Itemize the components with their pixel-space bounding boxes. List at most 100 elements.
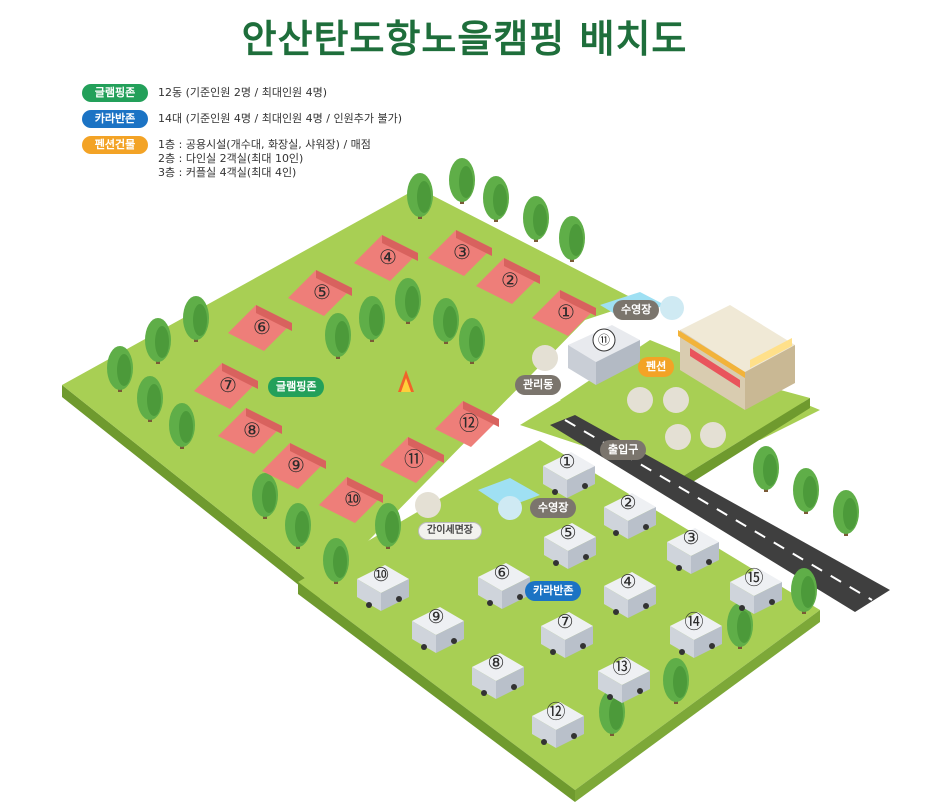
tent-number: ② [501, 268, 519, 292]
tent-number: ⑥ [253, 315, 271, 339]
glamping-tent[interactable]: ⑥ [228, 305, 292, 351]
caravan-number: ① [558, 451, 575, 473]
pool-top-label: 수영장 [613, 300, 660, 320]
glamping-tent[interactable]: ⑩ [319, 477, 383, 523]
legend-item-pension: 펜션건물 1층 : 공용시설(개수대, 화장실, 샤워장) / 매점 2층 : … [82, 136, 402, 180]
entrance-road [550, 415, 890, 612]
tree [325, 313, 351, 359]
shower-icon [663, 387, 689, 413]
caravan[interactable]: ⑬ [598, 656, 650, 703]
caravan[interactable]: ⑦ [541, 611, 593, 658]
caravan[interactable]: ⑭ [670, 611, 722, 658]
tree [407, 173, 433, 219]
caravan-number: ⑬ [612, 656, 631, 678]
tent-number: ⑪ [404, 447, 424, 471]
kitchen-icon [665, 424, 691, 450]
glamping-tent[interactable]: ⑦ [194, 363, 258, 409]
store-icon [700, 422, 726, 448]
glamping-tent[interactable]: ⑤ [288, 270, 352, 316]
tree [599, 690, 625, 736]
legend-badge-caravan: 카라반존 [82, 110, 148, 128]
legend-desc-caravan: 14대 (기준인원 4명 / 최대인원 4명 / 인원추가 불가) [158, 112, 403, 125]
legend-badge-glamping: 글램핑존 [82, 84, 148, 102]
caravan[interactable]: ⑩ [357, 564, 409, 611]
shower-area-label: 간이세면장 [418, 522, 482, 540]
glamping-tent[interactable]: ② [476, 258, 540, 304]
legend-item-caravan: 카라반존 14대 (기준인원 4명 / 최대인원 4명 / 인원추가 불가) [82, 110, 402, 128]
legend-desc-glamping: 12동 (기준인원 2명 / 최대인원 4명) [158, 86, 328, 99]
tent-number: ⑨ [287, 453, 305, 477]
tree [137, 376, 163, 422]
sunbed-icon-bottom [498, 496, 522, 520]
tree [449, 158, 475, 204]
caravan-number: ⑦ [556, 611, 573, 633]
caravan[interactable]: ⑥ [478, 562, 530, 609]
caravan-number: ② [619, 492, 636, 514]
tree [145, 318, 171, 364]
restroom-icon [627, 387, 653, 413]
glamping-tent[interactable]: ⑪ [380, 437, 444, 483]
tree [727, 603, 753, 649]
legend-item-glamping: 글램핑존 12동 (기준인원 2명 / 최대인원 4명) [82, 84, 402, 102]
pension-label: 펜션 [638, 357, 675, 377]
campfire [398, 370, 414, 392]
pool-bottom [478, 478, 540, 508]
caravan[interactable]: ① [543, 451, 595, 498]
glamping-tent[interactable]: ⑧ [218, 408, 282, 454]
caravan-number: ⑨ [427, 606, 444, 628]
trees [107, 158, 859, 736]
caravan[interactable]: ③ [667, 527, 719, 574]
glamping-tent[interactable]: ③ [428, 230, 492, 276]
tree [107, 346, 133, 392]
caravan[interactable]: ⑫ [532, 701, 584, 748]
page-title: 안산탄도항노을캠핑 배치도 [241, 17, 688, 61]
tree [183, 296, 209, 342]
tree [483, 176, 509, 222]
tree [433, 298, 459, 344]
caravan[interactable]: ② [604, 492, 656, 539]
tree [169, 403, 195, 449]
caravan-number: ⑫ [546, 701, 565, 723]
info-icon [532, 345, 558, 371]
glamping-tent[interactable]: ⑫ [435, 401, 499, 447]
caravan[interactable]: ⑮ [730, 567, 782, 614]
tent-number: ⑩ [344, 487, 362, 511]
office-caravan-number: ⑪ [598, 333, 610, 347]
caravan[interactable]: ⑨ [412, 606, 464, 653]
tree [252, 473, 278, 519]
tent-number: ④ [379, 245, 397, 269]
caravans: ① ② ③ ④ ⑤ ⑥ ⑦ ⑧ ⑨⑩ ⑫ ⑬ ⑭ ⑮ [357, 451, 782, 748]
legend: 글램핑존 12동 (기준인원 2명 / 최대인원 4명) 카라반존 14대 (기… [82, 84, 402, 188]
tree [459, 318, 485, 364]
caravan-number: ⑥ [493, 562, 510, 584]
tent-number: ⑧ [243, 418, 261, 442]
facility-icons [415, 296, 726, 520]
tree [523, 196, 549, 242]
tree [395, 278, 421, 324]
legend-badge-pension: 펜션건물 [82, 136, 148, 154]
tree [559, 216, 585, 262]
caravan-number: ④ [619, 571, 636, 593]
pension-building [678, 305, 795, 410]
glamping-tent[interactable]: ① [532, 290, 596, 336]
caravan[interactable]: ⑤ [544, 522, 596, 569]
glamping-tent[interactable]: ⑨ [262, 443, 326, 489]
tent-number: ⑦ [219, 373, 237, 397]
caravan[interactable]: ④ [604, 571, 656, 618]
tent-number: ⑫ [459, 411, 479, 435]
tree [791, 568, 817, 614]
tree [359, 296, 385, 342]
tree [663, 658, 689, 704]
glamping-tent[interactable]: ④ [354, 235, 418, 281]
tree [753, 446, 779, 492]
caravan-number: ⑭ [684, 611, 703, 633]
caravan[interactable]: ⑧ [472, 652, 524, 699]
caravan-number: ⑧ [487, 652, 504, 674]
tent-number: ⑤ [313, 280, 331, 304]
caravan-zone-label: 카라반존 [525, 581, 582, 601]
tree [793, 468, 819, 514]
tree [375, 503, 401, 549]
caravan-number: ③ [682, 527, 699, 549]
